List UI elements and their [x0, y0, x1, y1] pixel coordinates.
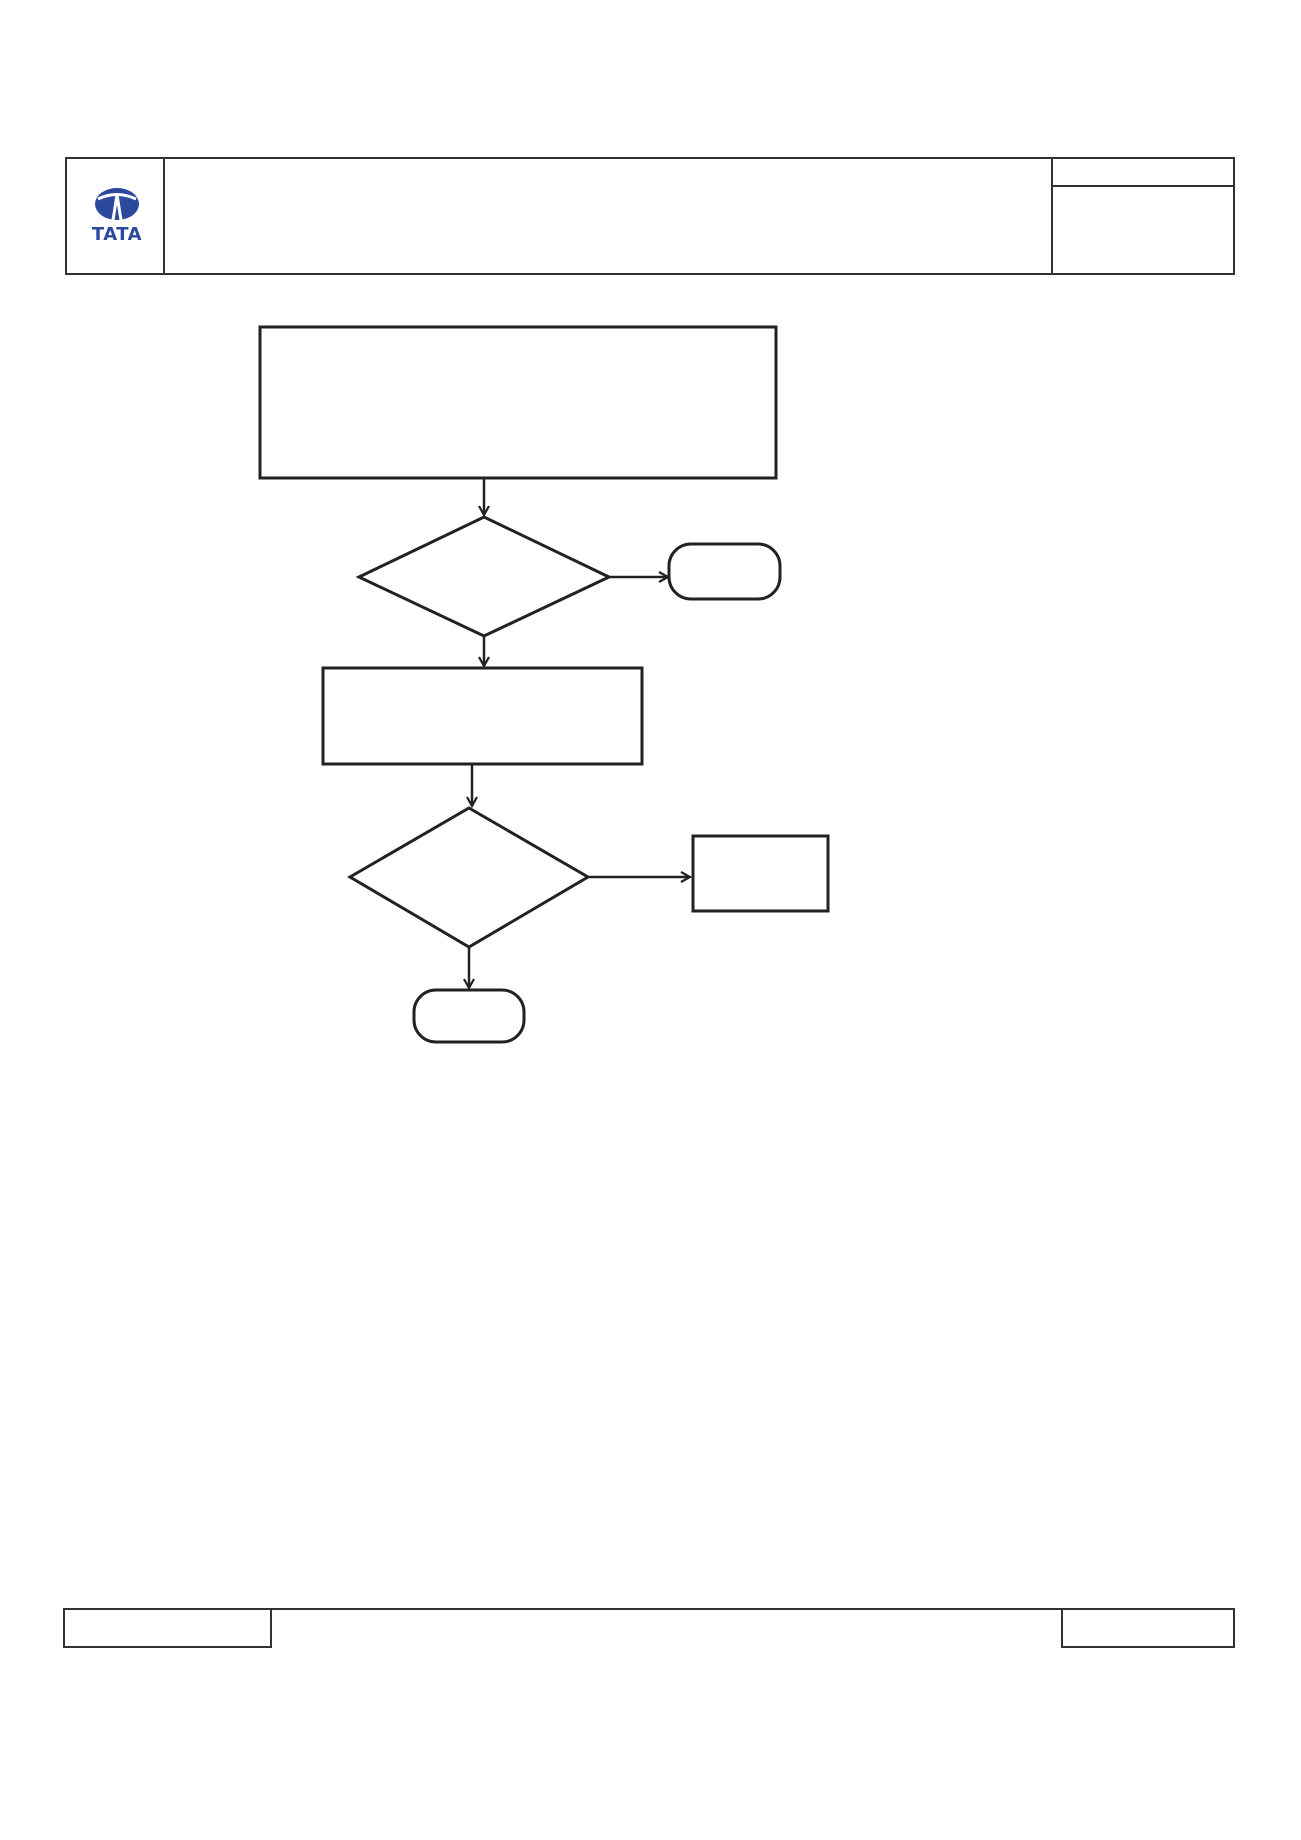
document-header: TATA: [65, 157, 1235, 275]
terminal-box-1: [667, 542, 782, 601]
header-meta-cell: [1051, 159, 1233, 273]
footer-left-cell: [63, 1608, 272, 1648]
tata-emblem-icon: [95, 188, 139, 221]
document-footer: [63, 1608, 1235, 1648]
header-meta-top: [1053, 159, 1233, 187]
process-box-1: [258, 325, 778, 480]
process-box-3: [691, 834, 830, 913]
logo-cell: TATA: [67, 159, 165, 273]
flowchart: [258, 325, 830, 1044]
process-box-2: [321, 666, 644, 766]
decision-diamond-2: [347, 806, 591, 949]
tata-logo: TATA: [86, 186, 148, 246]
logo-wordmark: TATA: [91, 224, 143, 245]
terminal-box-2: [412, 988, 526, 1044]
decision-diamond-1: [355, 515, 613, 638]
footer-right-cell: [1061, 1608, 1235, 1648]
